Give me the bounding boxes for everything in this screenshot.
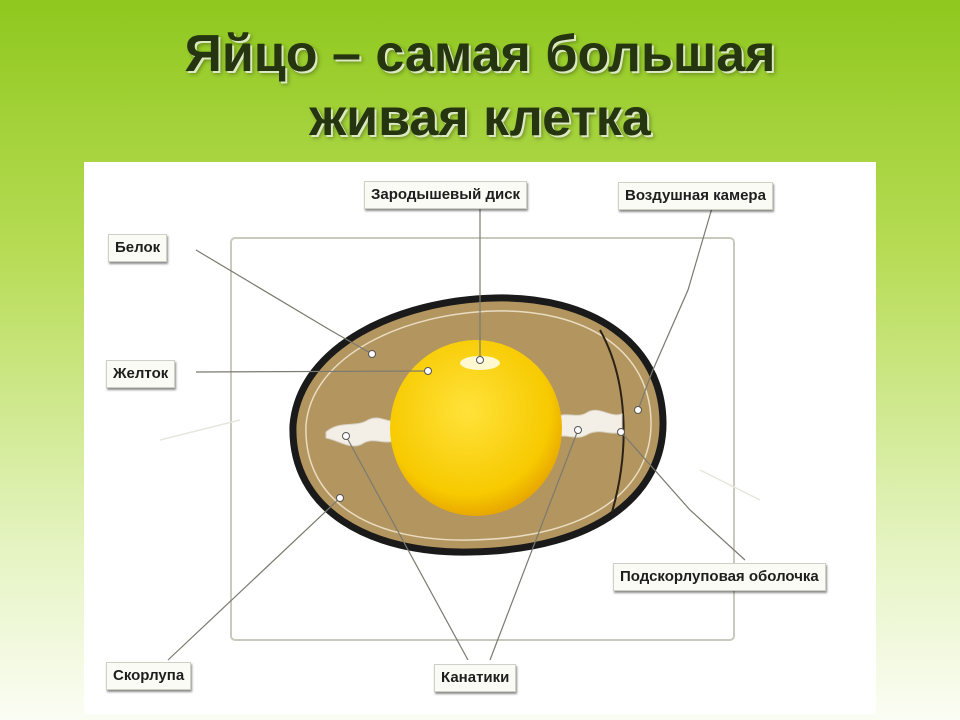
label-embryonic-disc: Зародышевый диск <box>364 181 528 209</box>
leader-line-yolk <box>195 370 429 373</box>
pointer-dot <box>342 432 350 440</box>
label-albumen: Белок <box>108 234 168 262</box>
slide-title: Яйцо – самая большая живая клетка <box>0 22 960 150</box>
title-line-2: живая клетка <box>309 89 651 147</box>
pointer-dot <box>634 406 642 414</box>
pointer-dot <box>617 428 625 436</box>
leader-line-chalaza-right <box>489 429 579 661</box>
pointer-dot <box>336 494 344 502</box>
diagram-frame <box>230 237 735 641</box>
pointer-dot <box>424 367 432 375</box>
yolk <box>390 340 562 516</box>
pointer-dot <box>574 426 582 434</box>
title-line-1: Яйцо – самая большая <box>184 25 776 83</box>
pointer-dot <box>368 350 376 358</box>
shell-membrane-line <box>305 310 652 541</box>
label-yolk: Желток <box>106 360 176 388</box>
leader-line-air-cell <box>637 207 713 411</box>
faint-guide-line <box>699 469 761 501</box>
label-air-cell: Воздушная камера <box>618 182 773 210</box>
label-shell-membrane: Подскорлуповая оболочка <box>613 563 826 591</box>
pointer-dot <box>476 356 484 364</box>
leader-line-shell <box>167 497 341 661</box>
air-cell-boundary <box>599 329 625 513</box>
label-chalazae: Канатики <box>434 664 517 692</box>
leader-line-chalaza-left <box>345 435 469 661</box>
leader-line-albumen <box>195 249 373 355</box>
faint-guide-line <box>159 419 241 441</box>
label-shell: Скорлупа <box>106 662 192 690</box>
leader-line-shell-membrane <box>620 431 746 561</box>
